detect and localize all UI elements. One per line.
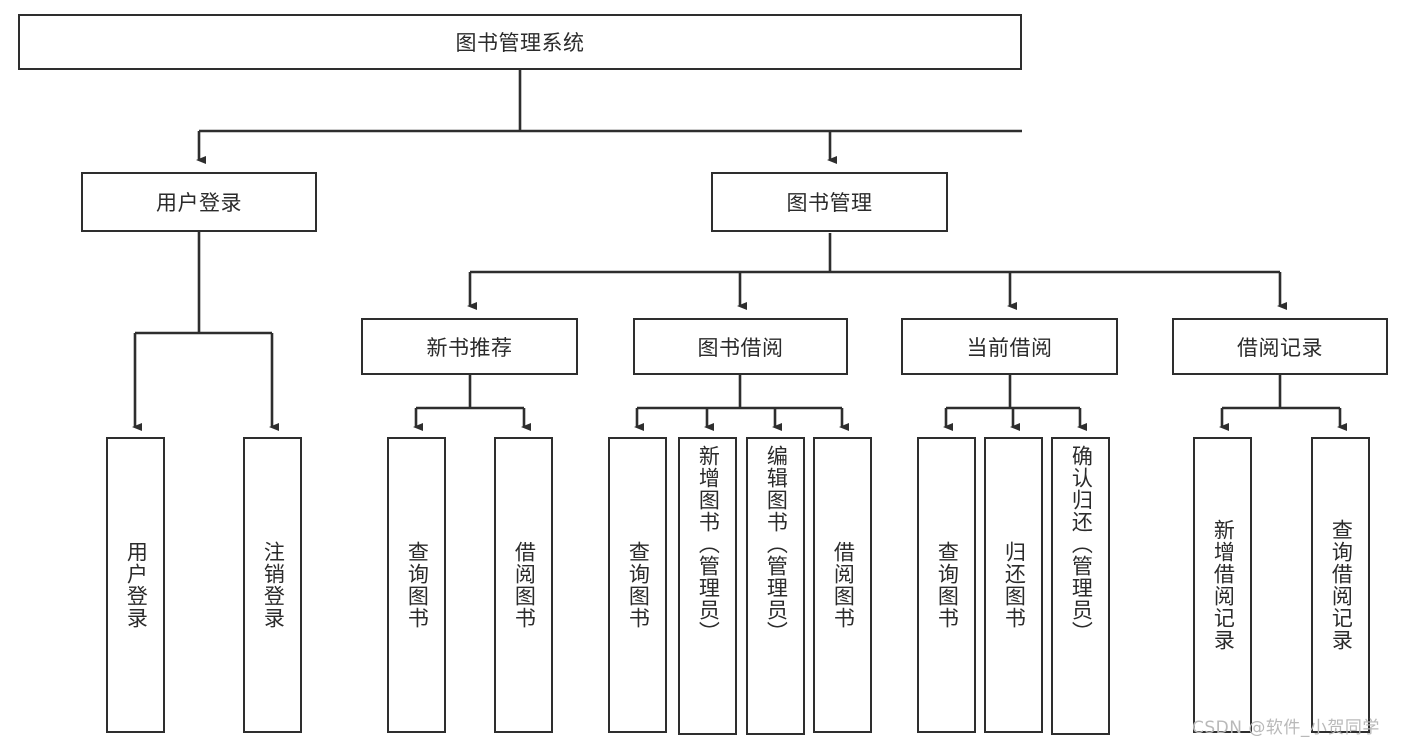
leaf-user-login-logout[interactable]: 注销登录 [243, 437, 302, 733]
node-root[interactable]: 图书管理系统 [18, 14, 1022, 70]
leaf-borrow-record-query-record[interactable]: 查询借阅记录 [1311, 437, 1370, 733]
leaf-label: 注销登录 [261, 541, 286, 629]
leaf-current-borrow-return-book[interactable]: 归还图书 [984, 437, 1043, 733]
leaf-label: 新增图书（管理员） [696, 445, 721, 643]
leaf-label: 查询图书 [405, 541, 430, 629]
leaf-label: 确认归还（管理员） [1069, 445, 1094, 643]
leaf-label: 归还图书 [1002, 541, 1027, 629]
leaf-label: 查询图书 [935, 541, 960, 629]
leaf-label: 借阅图书 [831, 541, 856, 629]
csdn-watermark: CSDN @软件_小贺同学 [1192, 718, 1380, 738]
leaf-new-book-query-book[interactable]: 查询图书 [387, 437, 446, 733]
node-book-management[interactable]: 图书管理 [711, 172, 948, 232]
leaf-current-borrow-confirm-return-admin[interactable]: 确认归还（管理员） [1051, 437, 1110, 735]
leaf-borrow-record-add-record[interactable]: 新增借阅记录 [1193, 437, 1252, 733]
leaf-current-borrow-query-book[interactable]: 查询图书 [917, 437, 976, 733]
leaf-label: 用户登录 [124, 541, 149, 629]
leaf-book-borrow-add-book-admin[interactable]: 新增图书（管理员） [678, 437, 737, 735]
node-book-borrow-label: 图书借阅 [697, 335, 784, 360]
leaf-book-borrow-edit-book-admin[interactable]: 编辑图书（管理员） [746, 437, 805, 735]
node-root-label: 图书管理系统 [455, 31, 585, 55]
node-book-borrow[interactable]: 图书借阅 [633, 318, 848, 375]
node-borrow-record-label: 借阅记录 [1237, 335, 1323, 360]
node-new-book-recommend[interactable]: 新书推荐 [361, 318, 578, 375]
leaf-label: 查询借阅记录 [1329, 519, 1354, 651]
leaf-book-borrow-query-book[interactable]: 查询图书 [608, 437, 667, 733]
node-new-book-recommend-label: 新书推荐 [426, 335, 513, 360]
node-user-login-label: 用户登录 [156, 191, 242, 215]
node-current-borrow[interactable]: 当前借阅 [901, 318, 1118, 375]
node-borrow-record[interactable]: 借阅记录 [1172, 318, 1388, 375]
leaf-label: 编辑图书（管理员） [764, 445, 789, 643]
node-user-login[interactable]: 用户登录 [81, 172, 317, 232]
leaf-user-login-login[interactable]: 用户登录 [106, 437, 165, 733]
leaf-label: 查询图书 [626, 541, 651, 629]
leaf-label: 借阅图书 [512, 541, 537, 629]
leaf-new-book-borrow-book[interactable]: 借阅图书 [494, 437, 553, 733]
leaf-label: 新增借阅记录 [1211, 519, 1236, 651]
node-book-management-label: 图书管理 [786, 191, 873, 215]
node-current-borrow-label: 当前借阅 [966, 335, 1053, 360]
leaf-book-borrow-borrow-book[interactable]: 借阅图书 [813, 437, 872, 733]
